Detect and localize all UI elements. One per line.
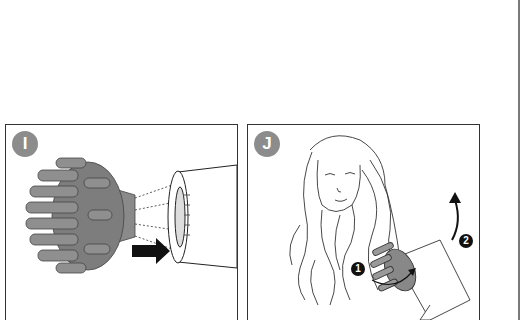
diffuser bbox=[26, 158, 135, 273]
panel-letter: J bbox=[254, 131, 280, 157]
panel-letter: I bbox=[12, 131, 38, 157]
panel-frame: J bbox=[247, 124, 480, 320]
lift-arrowhead bbox=[449, 192, 461, 203]
rotation-arrowhead bbox=[408, 268, 416, 276]
callout-number: 2 bbox=[459, 234, 473, 248]
panel-frame: I bbox=[5, 124, 238, 320]
dryer-with-diffuser bbox=[370, 240, 470, 320]
lift-arrow bbox=[452, 200, 458, 240]
page-edge bbox=[518, 0, 519, 320]
callout-number: 1 bbox=[351, 262, 365, 276]
woman bbox=[290, 136, 400, 305]
rotation-arrow bbox=[372, 272, 412, 285]
direction-arrow bbox=[132, 238, 170, 264]
dryer-nozzle bbox=[168, 165, 237, 268]
